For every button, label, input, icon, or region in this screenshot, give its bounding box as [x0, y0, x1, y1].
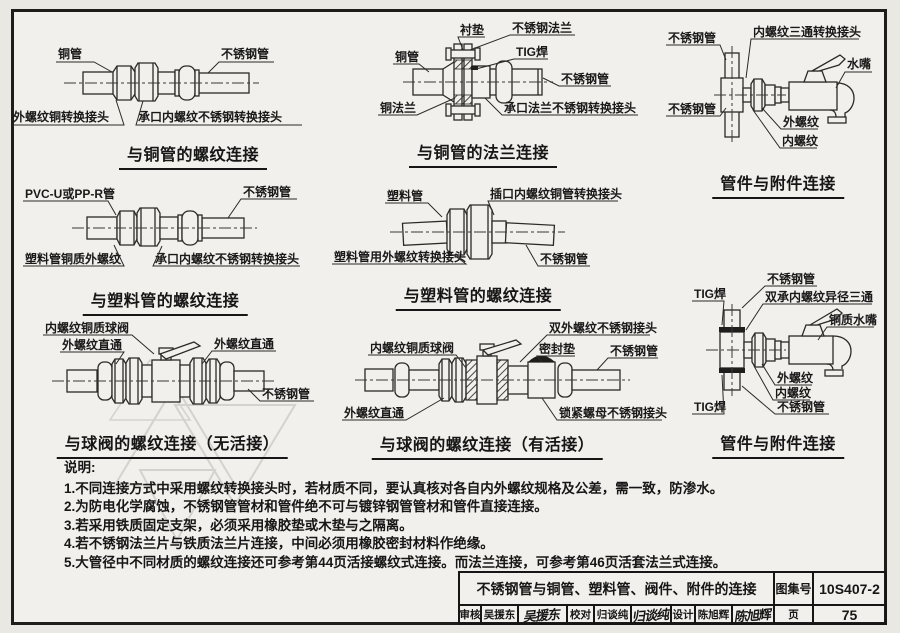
label-tap: 水嘴 — [847, 56, 871, 71]
label-copper-flange: 铜法兰 — [380, 100, 416, 115]
label-ss-pipe-bottom: 不锈钢管 — [777, 399, 825, 414]
label-ss-pipe: 不锈钢管 — [221, 46, 269, 61]
diagram-fitting-accessory-top: 不锈钢管 内螺纹三通转换接头 水嘴 不锈钢管 外螺纹 内螺纹 — [666, 24, 872, 149]
tee-and-tap — [714, 46, 855, 144]
label-tig-weld-bottom: TIG焊 — [694, 399, 726, 414]
label-ext-thread-union: 外螺纹直通 — [344, 405, 404, 420]
label-ss-pipe: 不锈钢管 — [243, 184, 291, 199]
diagram-plastic-threaded-left: PVC-U或PP-R管 不锈钢管 塑料管铜质外螺纹 承口内螺纹不锈钢转换接头 — [23, 184, 300, 267]
notes-section: 说明: 1.不同连接方式中采用螺纹转换接头时，若材质不同，要认真核对各自内外螺纹… — [64, 459, 726, 573]
label-ss-pipe: 不锈钢管 — [540, 251, 588, 266]
label-ss-pipe: 不锈钢管 — [561, 71, 609, 86]
label-plastic-ext-thread-adapter: 塑料管用外螺纹转换接头 — [334, 249, 466, 264]
label-int-thread-copper-valve: 内螺纹铜质球阀 — [45, 320, 129, 335]
label-ss-pipe-bottom: 不锈钢管 — [668, 101, 716, 116]
note-line: 4.若不锈钢法兰片与铁质法兰片连接，中间必须用橡胶密封材料作绝缘。 — [64, 536, 494, 552]
designer-name: 陈旭辉 — [694, 604, 731, 623]
label-plastic-ext-thread: 塑料管铜质外螺纹 — [25, 251, 122, 266]
label-ext-thread: 外螺纹 — [783, 114, 820, 129]
atlas-number-value: 10S407-2 — [812, 573, 885, 604]
label-ss-pipe: 不锈钢管 — [610, 343, 658, 358]
label-gasket: 衬垫 — [460, 22, 484, 37]
pipe-assembly — [390, 204, 565, 260]
d8-title: 管件与附件连接 — [712, 430, 844, 459]
note-line: 1.不同连接方式中采用螺纹转换接头时，若材质不同，要认真核对各自内外螺纹规格及公… — [64, 480, 724, 496]
valve-assembly — [355, 339, 630, 405]
sheet-title: 不锈钢管与铜管、塑料管、阀件、附件的连接 — [476, 580, 757, 597]
diagram-plastic-threaded-mid: 塑料管 插口内螺纹铜管转换接头 塑料管用外螺纹转换接头 不锈钢管 — [332, 186, 622, 267]
label-ext-thread-copper-adapter: 外螺纹铜转换接头 — [13, 109, 109, 124]
labels: 双外螺纹不锈钢接头 内螺纹铜质球阀 密封垫 不锈钢管 外螺纹直通 锁紧螺母不锈钢… — [342, 320, 667, 421]
valve-assembly — [52, 341, 277, 405]
notes-heading: 说明: — [64, 460, 96, 475]
diagram-ballvalve-no-union: 内螺纹铜质球阀 外螺纹直通 外螺纹直通 不锈钢管 — [43, 320, 314, 405]
diagram-copper-flange: 衬垫 不锈钢法兰 TIG焊 铜管 不锈钢管 铜法兰 承口法兰不锈钢转换接头 — [378, 20, 638, 121]
label-int-thread: 内螺纹 — [782, 133, 819, 148]
labels: 不锈钢管 双承内螺纹异径三通 TIG焊 铜质水嘴 外螺纹 内螺纹 不锈钢管 TI… — [692, 271, 877, 415]
label-double-ext-thread-ss-adapter: 双外螺纹不锈钢接头 — [549, 320, 657, 335]
d4-title: 与塑料管的螺纹连接 — [82, 287, 248, 316]
label-copper-pipe: 铜管 — [58, 46, 82, 61]
label-copper-pipe: 铜管 — [395, 49, 419, 64]
label-reducing-tee: 双承内螺纹异径三通 — [765, 289, 873, 304]
label-tee-adapter: 内螺纹三通转换接头 — [753, 24, 861, 39]
note-line: 3.若采用铁质固定支架，必须采用橡胶垫或木垫与之隔离。 — [64, 517, 413, 533]
tee-and-tap — [706, 304, 852, 396]
watermark-stamp — [108, 358, 297, 543]
designer-label: 设计 — [670, 604, 694, 623]
label-tig-weld: TIG焊 — [516, 44, 548, 59]
label-lock-nut-ss-adapter: 锁紧螺母不锈钢接头 — [559, 405, 667, 420]
d6-title: 与球阀的螺纹连接（无活接） — [56, 430, 288, 459]
diagram-fitting-accessory-bottom: 不锈钢管 双承内螺纹异径三通 TIG焊 铜质水嘴 外螺纹 内螺纹 不锈钢管 TI… — [692, 271, 877, 415]
diagram-copper-threaded: 铜管 不锈钢管 外螺纹铜转换接头 承口内螺纹不锈钢转换接头 — [12, 46, 302, 126]
flange-assembly — [403, 43, 553, 121]
labels: 衬垫 不锈钢法兰 TIG焊 铜管 不锈钢管 铜法兰 承口法兰不锈钢转换接头 — [378, 20, 638, 116]
label-socket-int-thread-adapter: 插口内螺纹铜管转换接头 — [490, 186, 622, 201]
reviewer-signature: 吴援东 — [517, 604, 566, 624]
labels: 不锈钢管 内螺纹三通转换接头 水嘴 不锈钢管 外螺纹 内螺纹 — [666, 24, 872, 149]
label-ss-pipe: 不锈钢管 — [262, 386, 310, 401]
labels: 铜管 不锈钢管 外螺纹铜转换接头 承口内螺纹不锈钢转换接头 — [12, 46, 302, 126]
label-ext-thread-union-right: 外螺纹直通 — [214, 336, 274, 351]
d5-title: 与塑料管的螺纹连接 — [395, 282, 561, 311]
page-number: 75 — [812, 604, 885, 623]
checker-label: 校对 — [566, 604, 593, 623]
d1-title: 与铜管的螺纹连接 — [118, 141, 268, 170]
label-seal-washer: 密封垫 — [539, 341, 575, 356]
d7-title: 与球阀的螺纹连接（有活接） — [371, 431, 603, 460]
reviewer-label: 审核 — [460, 604, 481, 623]
labels: PVC-U或PP-R管 不锈钢管 塑料管铜质外螺纹 承口内螺纹不锈钢转换接头 — [23, 184, 300, 267]
designer-signature: 陈旭辉 — [731, 604, 773, 624]
label-ext-thread-union-left: 外螺纹直通 — [62, 337, 122, 352]
labels: 内螺纹铜质球阀 外螺纹直通 外螺纹直通 不锈钢管 — [43, 320, 314, 402]
checker-signature: 归谈纯 — [630, 604, 670, 624]
label-plastic-pipe: 塑料管 — [387, 188, 423, 203]
checker-name: 归谈纯 — [593, 604, 630, 623]
note-line: 2.为防电化学腐蚀，不锈钢管管材和管件绝不可与镀锌钢管管材和管件直接连接。 — [64, 499, 548, 515]
label-pvc-pipe: PVC-U或PP-R管 — [25, 186, 115, 201]
pipe-assembly — [64, 62, 259, 102]
label-socket-flange-adapter: 承口法兰不锈钢转换接头 — [504, 100, 636, 115]
d3-title: 管件与附件连接 — [712, 170, 844, 199]
label-socket-int-thread-ss-adapter: 承口内螺纹不锈钢转换接头 — [155, 251, 299, 266]
label-int-thread: 内螺纹 — [775, 385, 812, 400]
page-label: 页 — [773, 604, 812, 623]
diagram-ballvalve-union: 双外螺纹不锈钢接头 内螺纹铜质球阀 密封垫 不锈钢管 外螺纹直通 锁紧螺母不锈钢… — [342, 320, 667, 421]
reviewer-name: 吴援东 — [480, 604, 517, 623]
pipe-assembly — [72, 207, 257, 247]
label-tig-weld-top: TIG焊 — [694, 286, 726, 301]
label-ext-thread: 外螺纹 — [777, 370, 814, 385]
label-ss-flange: 不锈钢法兰 — [512, 20, 572, 35]
title-block: 不锈钢管与铜管、塑料管、阀件、附件的连接 图集号 10S407-2 审核 吴援东… — [458, 571, 887, 625]
label-socket-int-thread-ss-adapter: 承口内螺纹不锈钢转换接头 — [138, 109, 282, 124]
d2-title: 与铜管的法兰连接 — [408, 139, 558, 168]
note-line: 5.大管径中不同材质的螺纹连接还可参考第44页活接螺纹式连接。而法兰连接，可参考… — [64, 554, 727, 570]
atlas-number-label: 图集号 — [773, 573, 812, 604]
labels: 塑料管 插口内螺纹铜管转换接头 塑料管用外螺纹转换接头 不锈钢管 — [332, 186, 622, 267]
label-ss-pipe-top: 不锈钢管 — [767, 271, 815, 286]
label-ss-pipe-top: 不锈钢管 — [668, 30, 716, 45]
label-copper-tap: 铜质水嘴 — [829, 312, 877, 327]
label-int-thread-copper-valve: 内螺纹铜质球阀 — [370, 340, 454, 355]
